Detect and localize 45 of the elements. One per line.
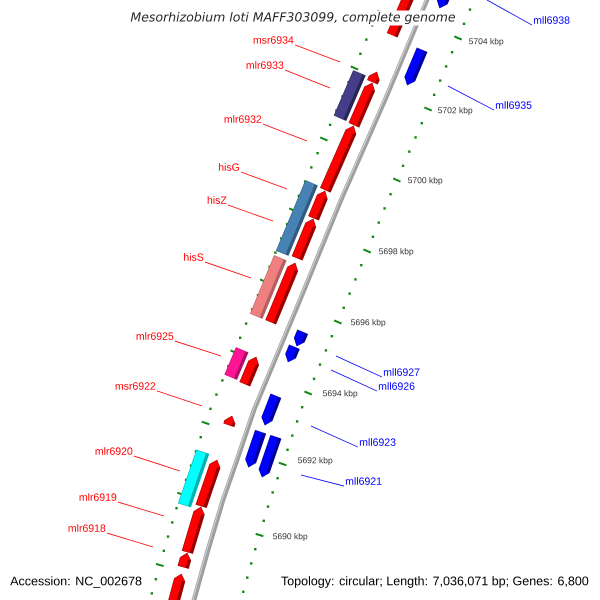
leader-line: [284, 70, 330, 88]
gene-label: mlr6933: [246, 61, 284, 69]
scale-label: 5690 kbp: [273, 533, 308, 541]
scale-label: 5704 kbp: [469, 38, 504, 46]
gene-label: mlr6919: [80, 493, 116, 501]
scale-label: 5694 kbp: [323, 390, 358, 398]
leader-line: [262, 124, 308, 142]
gene-label: mlr6920: [96, 447, 132, 455]
leader-line: [156, 390, 202, 406]
gene-label: hisG: [218, 163, 239, 171]
scale-label: 5700 kbp: [408, 177, 442, 185]
gene-label: msr6922: [116, 382, 156, 390]
leader-line: [294, 44, 340, 62]
gene-label: mll6938: [534, 16, 570, 24]
leader-line: [134, 456, 180, 472]
gene-label: mll6927: [384, 368, 420, 376]
gene-label: msr6934: [254, 36, 294, 44]
scale-label: 5692 kbp: [298, 457, 332, 465]
gene-label: mll6935: [496, 101, 532, 109]
genome-info-text: Topology: circular; Length: 7,036,071 bp; Genes: 6,800: [280, 575, 590, 589]
gene-label: mll6923: [360, 438, 396, 446]
leader-line: [106, 532, 154, 548]
title: Mesorhizobium loti MAFF303099, complete genome: [128, 10, 458, 26]
accession-text: Accession: NC_002678: [9, 575, 143, 589]
leader-line: [228, 204, 274, 222]
leader-line: [448, 86, 494, 110]
leader-line: [336, 356, 382, 378]
leader-line: [300, 474, 344, 486]
scale-label: 5698 kbp: [379, 248, 414, 256]
leader-line: [174, 340, 222, 356]
gene-label: mll6921: [346, 477, 382, 485]
gene-label: hisS: [184, 253, 204, 261]
leader-line: [310, 426, 358, 448]
leader-line: [204, 262, 252, 278]
gene-label: mlr6925: [136, 332, 174, 340]
leader-line: [486, 0, 532, 26]
gene-label: mll6926: [378, 382, 414, 390]
scale-label: 5696 kbp: [351, 319, 386, 327]
leader-line: [240, 172, 288, 190]
leader-line: [330, 370, 378, 392]
scale-label: 5702 kbp: [438, 107, 472, 115]
gene-label: hisZ: [208, 196, 226, 204]
gene-label: mlr6932: [224, 115, 262, 123]
gene-label: mlr6918: [68, 524, 106, 532]
leader-line: [118, 502, 164, 516]
